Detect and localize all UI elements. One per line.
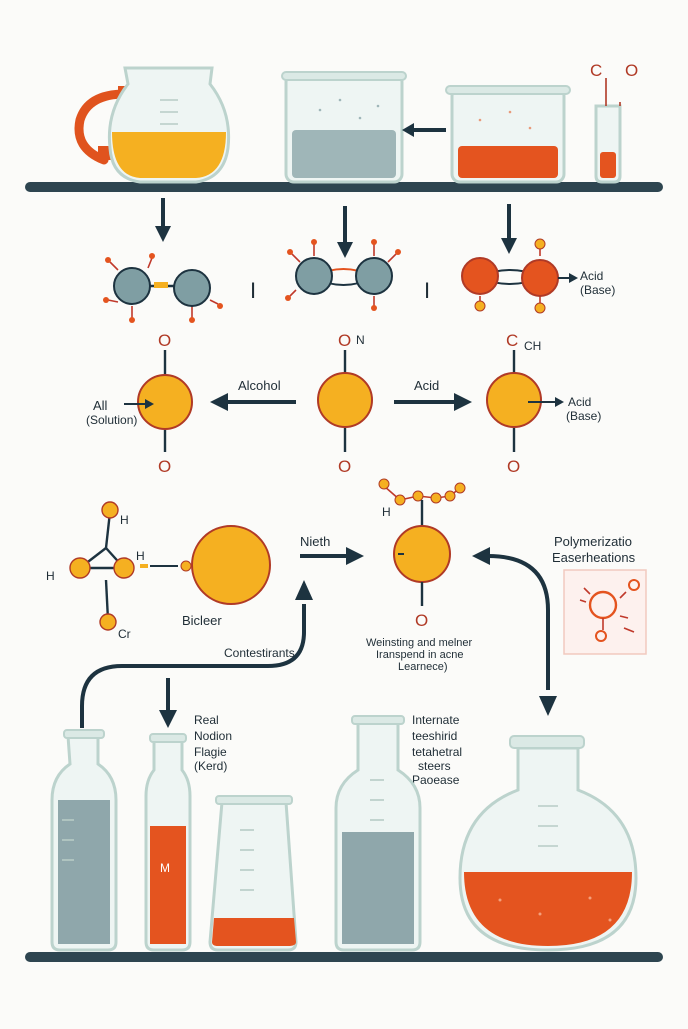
h-top-label: H <box>120 513 129 527</box>
arrow-left-beakers <box>402 123 446 137</box>
large-yellow-sphere <box>191 525 271 605</box>
row3-o-left-bottom: O <box>158 457 171 476</box>
inter-label-3: tetahetral <box>412 745 462 759</box>
tube-m-label: M <box>160 861 170 875</box>
row3-o-mid-top: O <box>338 331 351 350</box>
row3-ch-label: CH <box>524 339 541 353</box>
inter-label-5: Paoease <box>412 773 460 787</box>
molecule-slate-2 <box>285 239 401 311</box>
all-label: All <box>93 398 108 413</box>
beaker-orange <box>445 85 571 184</box>
inter-label-1: Internate <box>412 713 460 727</box>
molecule-orange <box>461 238 578 314</box>
bottle-medium-slate <box>334 715 422 952</box>
row3-o-mid-bottom: O <box>338 457 351 476</box>
row3-c-right: C <box>506 331 518 350</box>
acid-mid-label: Acid <box>414 378 439 393</box>
ball-middle: O N O <box>317 331 373 476</box>
h-left-label: H <box>46 569 55 583</box>
polym-label-1: Polymerizatio <box>554 534 632 549</box>
down-arrow-tube <box>159 678 177 728</box>
row3-o-right-bottom: O <box>507 457 520 476</box>
beaker-blue <box>281 71 407 184</box>
row3-o-left-top: O <box>158 331 171 350</box>
row2-separator-1: I <box>250 278 256 303</box>
acid-right-label: Acid <box>568 395 591 409</box>
top-tube-c-label: C <box>590 61 602 80</box>
h-chain-label: H <box>382 505 391 519</box>
top-shelf <box>25 182 663 192</box>
down-arrows-row1 <box>155 198 517 258</box>
center-note-2: Iranspend in acne <box>376 649 463 661</box>
h-mid-label: H <box>136 549 145 563</box>
contents-label: Contestirants <box>224 646 295 660</box>
row2-separator-2: I <box>424 278 430 303</box>
center-note-1: Weinsting and melner <box>366 637 473 649</box>
branched-molecule <box>69 501 192 631</box>
arrow-to-left-ball <box>210 393 296 411</box>
curved-arrow-right <box>472 547 557 716</box>
arrow-to-right-ball <box>394 393 472 411</box>
ball-left: O O <box>124 331 193 476</box>
row3-nh-label: N <box>356 333 365 347</box>
real-label-4: (Kerd) <box>194 759 227 773</box>
arrow-to-center <box>300 547 364 565</box>
nieth-label: Nieth <box>300 534 330 549</box>
cr-label: Cr <box>118 627 131 641</box>
acid-right-sub-label: (Base) <box>566 409 601 423</box>
all-sub-label: (Solution) <box>86 413 137 427</box>
pitcher-flask <box>74 66 231 184</box>
chain-ball <box>378 478 466 606</box>
bicleer-label: Bicleer <box>182 613 222 628</box>
polym-label-2: Easerheations <box>552 550 636 565</box>
real-label-1: Real <box>194 713 219 727</box>
inter-label-2: teeshirid <box>412 729 457 743</box>
top-tube-o-label: O <box>625 61 638 80</box>
polymerization-icon <box>563 569 647 655</box>
molecule-slate-1 <box>103 253 223 323</box>
ball-right: C CH O <box>486 331 564 476</box>
erlenmeyer-flask <box>208 795 298 952</box>
bottle-tall-slate <box>50 729 118 952</box>
bottom-shelf <box>25 952 663 962</box>
real-label-2: Nodion <box>194 729 232 743</box>
round-bottom-flask <box>458 735 638 952</box>
row2-acid-label: Acid <box>580 269 603 283</box>
curved-arrow-left <box>80 580 313 728</box>
center-note-3: Learnece) <box>398 661 448 673</box>
o-center-label: O <box>415 611 428 630</box>
row2-base-label: (Base) <box>580 283 615 297</box>
alcohol-label: Alcohol <box>238 378 281 393</box>
test-tube: C O <box>590 61 638 184</box>
inter-label-4: steers <box>418 759 451 773</box>
real-label-3: Flagie <box>194 745 227 759</box>
tube-orange: M <box>144 733 192 952</box>
